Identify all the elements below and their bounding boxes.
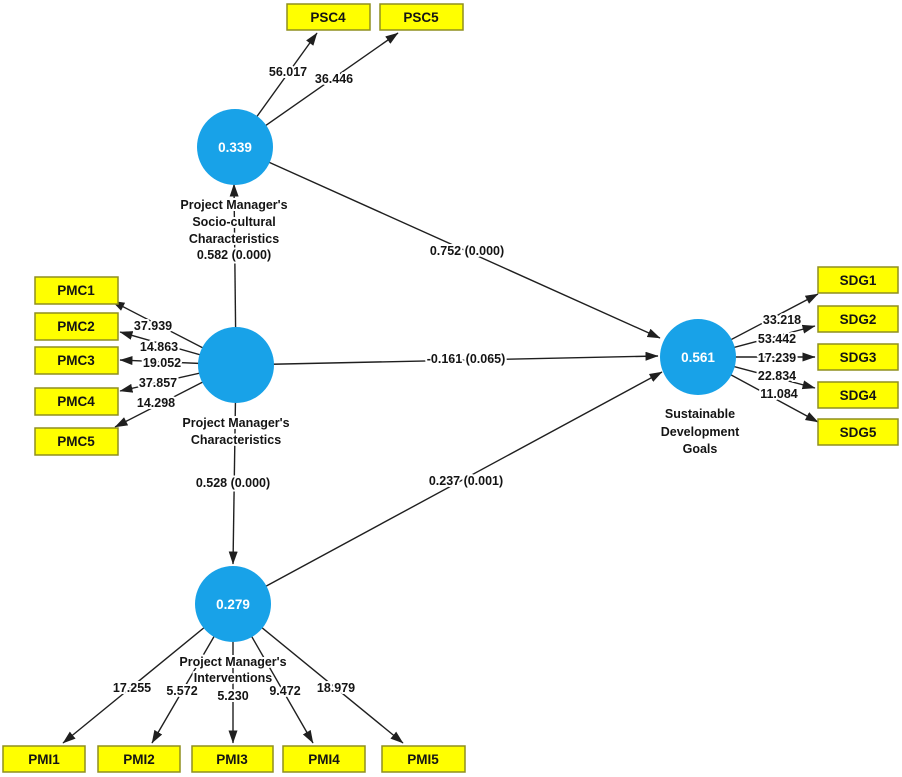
construct-sdg-name-line1: Sustainable: [665, 407, 735, 421]
loading-pmi2: 5.572: [166, 684, 197, 698]
indicator-psc4: PSC4: [286, 3, 371, 31]
indicator-sdg4-box: [817, 381, 899, 409]
construct-pmc-name-line2: Characteristics: [191, 433, 281, 447]
indicator-pmi3: PMI3: [191, 745, 274, 773]
r2-value-sdg: 0.561: [681, 350, 715, 365]
construct-psc-circle: [197, 109, 273, 185]
indicator-pmi5-label: PMI5: [407, 752, 439, 767]
construct-sdg-name: Sustainable Development Goals: [659, 405, 742, 458]
loading-pmc1: 37.939: [134, 319, 172, 333]
indicator-pmc2: PMC2: [34, 312, 119, 341]
construct-pmi-circle: [195, 566, 271, 642]
construct-sdg-name-line2: Development: [661, 425, 740, 439]
loading-sdg1: 33.218: [763, 313, 801, 327]
indicator-pmc3-box: [34, 346, 119, 375]
indicator-sdg4: SDG4: [817, 381, 899, 409]
indicator-pmi2-box: [97, 745, 181, 773]
loading-pmi1: 17.255: [113, 681, 151, 695]
construct-psc-name-line3: Characteristics: [189, 232, 279, 246]
loading-pmi5: 18.979: [317, 681, 355, 695]
indicator-sdg5: SDG5: [817, 418, 899, 446]
indicator-pmi4-box: [282, 745, 366, 773]
indicator-sdg3: SDG3: [817, 343, 899, 371]
indicator-pmi3-label: PMI3: [216, 752, 248, 767]
r2-value-psc: 0.339: [218, 140, 252, 155]
loading-sdg3: 17.239: [758, 351, 796, 365]
loading-pmc3: 19.052: [143, 356, 181, 370]
indicator-pmc5-box: [34, 427, 119, 456]
construct-sdg-name-line3: Goals: [683, 442, 718, 456]
loading-psc5: 36.446: [315, 72, 353, 86]
indicator-pmi1-label: PMI1: [28, 752, 60, 767]
indicator-pmi2: PMI2: [97, 745, 181, 773]
indicator-psc4-box: [286, 3, 371, 31]
path-label-pmc-psc: 0.582 (0.000): [197, 248, 271, 262]
indicator-pmc4-label: PMC4: [57, 394, 95, 409]
loading-pmc5: 14.298: [137, 396, 175, 410]
indicator-pmi4: PMI4: [282, 745, 366, 773]
construct-pmc-name: Project Manager's Characteristics: [180, 414, 291, 449]
indicator-pmc3-label: PMC3: [57, 353, 95, 368]
indicator-pmc1-label: PMC1: [57, 283, 95, 298]
construct-psc-name-line1: Project Manager's: [180, 198, 287, 212]
indicator-pmi2-label: PMI2: [123, 752, 155, 767]
indicator-sdg4-label: SDG4: [840, 388, 877, 403]
indicator-pmc2-label: PMC2: [57, 319, 95, 334]
indicator-psc5-box: [379, 3, 464, 31]
indicator-psc4-label: PSC4: [310, 10, 346, 25]
indicator-sdg1-box: [817, 266, 899, 294]
construct-pmi-name: Project Manager's Interventions: [177, 653, 288, 687]
loading-sdg4: 22.834: [758, 369, 796, 383]
path-pmi-to-sdg: [232, 371, 663, 605]
indicator-pmc1: PMC1: [34, 276, 119, 305]
indicator-psc5-label: PSC5: [403, 10, 439, 25]
indicator-pmc3: PMC3: [34, 346, 119, 375]
construct-sdg-circle: [660, 319, 736, 395]
indicator-sdg2-box: [817, 305, 899, 333]
loading-pmc4: 37.857: [139, 376, 177, 390]
path-label-pmc-sdg: -0.161 (0.065): [427, 352, 506, 366]
path-pmc-to-sdg: [235, 351, 659, 366]
indicator-pmi4-label: PMI4: [308, 752, 340, 767]
indicator-pmi1: PMI1: [2, 745, 86, 773]
loading-pmi4: 9.472: [269, 684, 300, 698]
indicator-sdg5-box: [817, 418, 899, 446]
indicator-pmi5-box: [381, 745, 466, 773]
indicator-pmc4-box: [34, 387, 119, 416]
indicator-sdg3-box: [817, 343, 899, 371]
indicator-sdg1: SDG1: [817, 266, 899, 294]
indicator-sdg5-label: SDG5: [840, 425, 877, 440]
path-label-psc-sdg: 0.752 (0.000): [430, 244, 504, 258]
indicator-pmc2-box: [34, 312, 119, 341]
loading-sdg2: 53.442: [758, 332, 796, 346]
indicator-pmc5-label: PMC5: [57, 434, 95, 449]
construct-pmi-name-line2: Interventions: [194, 671, 273, 685]
construct-psc-name: Project Manager's Socio-cultural Charact…: [178, 196, 289, 248]
path-label-pmi-sdg: 0.237 (0.001): [429, 474, 503, 488]
construct-psc-name-line2: Socio-cultural: [192, 215, 275, 229]
indicator-sdg3-label: SDG3: [840, 350, 877, 365]
indicator-psc5: PSC5: [379, 3, 464, 31]
construct-pmi-name-line1: Project Manager's: [179, 655, 286, 669]
indicator-pmi1-box: [2, 745, 86, 773]
indicator-pmi5: PMI5: [381, 745, 466, 773]
indicator-sdg2: SDG2: [817, 305, 899, 333]
indicator-sdg2-label: SDG2: [840, 312, 877, 327]
indicator-pmc1-box: [34, 276, 119, 305]
loading-psc4: 56.017: [269, 65, 307, 79]
loading-pmi3: 5.230: [217, 689, 248, 703]
indicator-pmc5: PMC5: [34, 427, 119, 456]
construct-pmc-name-line1: Project Manager's: [182, 416, 289, 430]
construct-pmc-circle: [198, 327, 274, 403]
loading-sdg5: 11.084: [760, 387, 798, 401]
indicator-pmi3-box: [191, 745, 274, 773]
r2-value-pmi: 0.279: [216, 597, 250, 612]
loading-pmc2: 14.863: [140, 340, 178, 354]
indicator-sdg1-label: SDG1: [840, 273, 877, 288]
path-psc-to-sdg: [234, 146, 661, 339]
path-label-pmc-pmi: 0.528 (0.000): [196, 476, 270, 490]
indicator-pmc4: PMC4: [34, 387, 119, 416]
